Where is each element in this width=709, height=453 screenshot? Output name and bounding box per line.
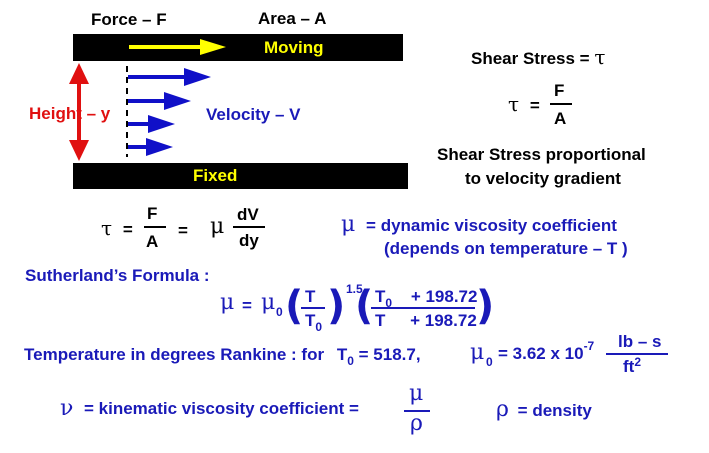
kin-rho: ρ — [410, 411, 423, 436]
ratio2-line — [371, 307, 475, 309]
paren-2-open: ( — [355, 283, 374, 329]
units-denominator: ft2 — [623, 355, 642, 376]
moving-label: Moving — [264, 38, 324, 57]
dynamic-viscosity-def: μ = dynamic viscosity coefficient — [341, 212, 617, 237]
density-def: ρ = density — [496, 397, 592, 422]
eq2-dv: dV — [237, 205, 259, 224]
eq2-f: F — [147, 204, 158, 223]
ratio1-t0: T0 — [305, 311, 323, 334]
eq2-equals: = — [178, 221, 188, 240]
fixed-plate — [73, 163, 408, 189]
height-label: Height – y — [29, 104, 111, 123]
eq2-a: A — [146, 232, 159, 251]
kinematic-def: = kinematic viscosity coefficient = — [84, 399, 359, 418]
sutherland-equals: = — [242, 296, 252, 315]
eq2-derivative-line — [233, 226, 265, 228]
eq2-fraction-line — [144, 226, 166, 228]
mu0-value-subscript: 0 — [486, 355, 493, 369]
ratio2-denominator: T + 198.72 — [375, 311, 477, 330]
paren-1-close: ) — [327, 283, 346, 329]
velocity-arrow-4 — [128, 138, 173, 156]
units-line — [606, 353, 668, 355]
tau-eq2-lhs: τ = — [101, 216, 133, 240]
mu-symbol: μ — [210, 214, 225, 239]
units-numerator: lb – s — [618, 332, 662, 351]
fraction-a-denominator: A — [554, 109, 567, 128]
mu0-symbol: μ — [261, 290, 276, 315]
moving-plate — [73, 34, 403, 61]
mu0-subscript: 0 — [276, 305, 283, 319]
mu0-value-symbol: μ — [470, 340, 485, 365]
fixed-label: Fixed — [193, 166, 238, 185]
velocity-arrow-1 — [128, 68, 211, 86]
ratio1-line — [301, 307, 325, 309]
height-arrow — [69, 63, 89, 161]
fraction-f-numerator: F — [554, 81, 565, 100]
force-label: Force – F — [91, 10, 167, 29]
proportional-line-2: to velocity gradient — [465, 169, 621, 188]
kin-fraction-line — [404, 410, 430, 412]
shear-stress-definition: Shear Stress = τ — [471, 47, 605, 67]
shear-stress-text: Shear Stress = — [471, 49, 590, 68]
tau-eq-lhs: τ = — [508, 92, 540, 116]
velocity-label: Velocity – V — [206, 105, 301, 124]
ratio2-numerator: T0 + 198.72 — [375, 287, 478, 310]
paren-2-close: ) — [476, 283, 495, 329]
fraction-line — [550, 103, 572, 105]
area-label: Area – A — [258, 9, 327, 28]
paren-1-open: ( — [285, 283, 304, 329]
velocity-arrow-2 — [128, 92, 191, 110]
tau-symbol: τ — [594, 45, 606, 69]
proportional-line-1: Shear Stress proportional — [437, 145, 646, 164]
mu-lhs: μ — [220, 290, 235, 315]
mu0-value: = 3.62 x 10-7 — [498, 339, 595, 363]
velocity-arrow-3 — [128, 115, 175, 133]
kin-mu: μ — [409, 381, 424, 406]
eq2-dy: dy — [239, 231, 259, 250]
exponent: 1.5 — [346, 282, 363, 296]
ratio1-t: T — [305, 287, 316, 306]
depends-on-temperature: (depends on temperature – T ) — [384, 239, 628, 258]
sutherland-title: Sutherland’s Formula : — [25, 266, 210, 285]
nu-symbol: ν — [60, 396, 74, 421]
force-arrow — [129, 39, 226, 55]
rankine-text: Temperature in degrees Rankine : for T0 … — [24, 345, 421, 368]
